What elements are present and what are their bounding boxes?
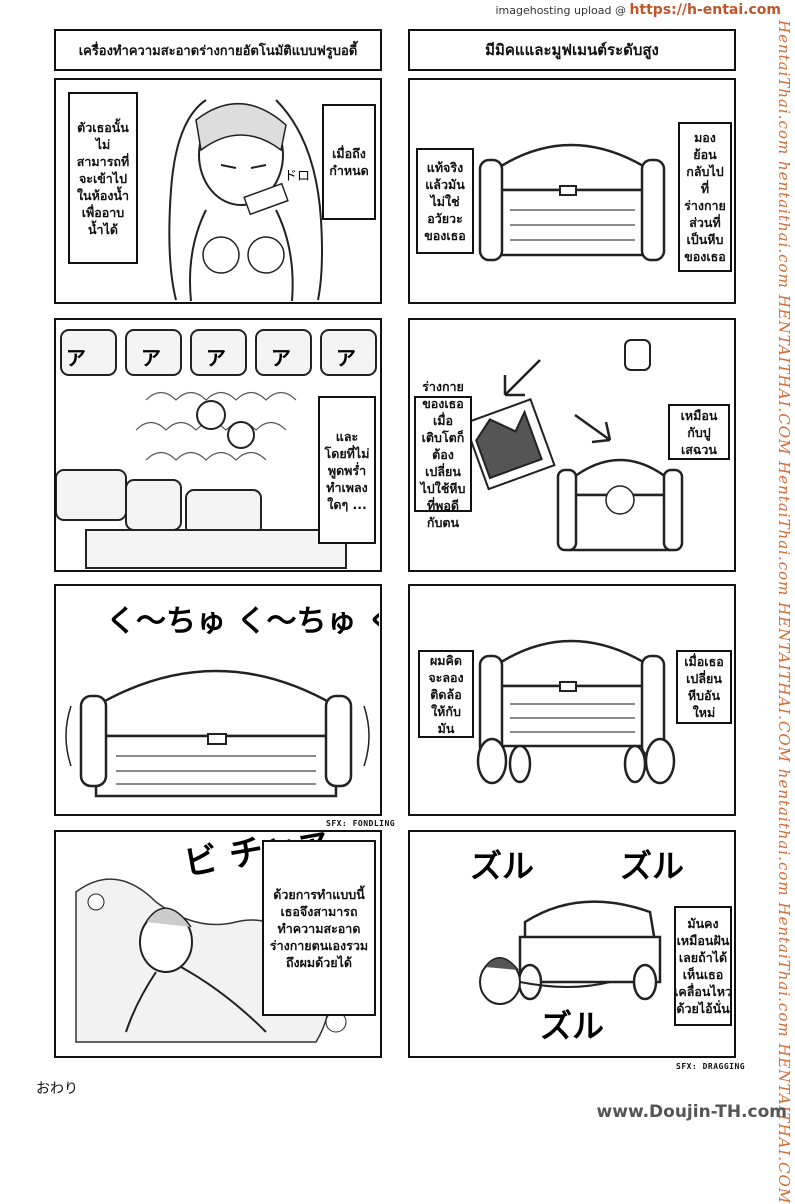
watermark-strip: HentaiThai.com hentaithai.com HENTAITHAI… bbox=[771, 0, 795, 1204]
caption-r1-a: แท้จริงแล้วมันไม่ใช่อวัยวะของเธอ bbox=[416, 148, 474, 254]
caption-l2: และโดยที่ไม่พูดพร่ำทำเพลงใดๆ ... bbox=[318, 396, 376, 544]
sfx-aaa: ア bbox=[66, 346, 86, 370]
girl-crawling-with-chest-illustration: ズル ズル ズル bbox=[470, 847, 684, 1045]
caption-r1-b: มองย้อนกลับไปที่ร่างกายส่วนที่เป็นหีบของ… bbox=[678, 122, 732, 272]
hosting-url[interactable]: https://h-entai.com bbox=[629, 2, 781, 18]
treasure-chest-illustration bbox=[478, 143, 666, 262]
svg-text:ドロ: ドロ bbox=[284, 169, 310, 184]
hosting-banner: imagehosting upload @ https://h-entai.co… bbox=[495, 2, 781, 18]
sfx-note-fondling: SFX: FONDLING bbox=[326, 819, 396, 828]
sfx-fondling: く〜ちゅ く〜ちゅ く〜ちゅ bbox=[106, 604, 379, 639]
watermark-text: HentaiThai.com hentaithai.com HENTAITHAI… bbox=[775, 20, 793, 1204]
arrow-down-right-icon bbox=[574, 413, 612, 444]
svg-text:ア: ア bbox=[141, 346, 161, 370]
girl-with-bottle-illustration: ドロ bbox=[168, 99, 323, 301]
svg-text:ズル: ズル bbox=[540, 1007, 604, 1045]
wheel-icon bbox=[476, 737, 676, 785]
sfx-dragging: ズル bbox=[470, 847, 534, 885]
svg-text:ア: ア bbox=[271, 346, 291, 370]
panel-left-3: く〜ちゅ く〜ちゅ く〜ちゅ bbox=[54, 584, 382, 816]
panel-right-2 bbox=[408, 318, 736, 572]
caption-l1-b: เมื่อถึงกำหนด bbox=[322, 104, 376, 220]
caption-r2-b: เหมือนกับปูเสฉวน bbox=[668, 404, 730, 460]
footer-site-url[interactable]: www.Doujin-TH.com bbox=[596, 1102, 787, 1122]
arrow-down-left-icon bbox=[503, 359, 541, 397]
caption-r4: มันคงเหมือนฝันเลยถ้าได้เห็นเธอเคลื่อนไหว… bbox=[674, 906, 732, 1026]
caption-r2-a: ร่างกายของเธอเมื่อเติบโตก็ต้องเปลี่ยนไปใ… bbox=[414, 379, 472, 530]
title-right: มีมิคแและมูฟเมนต์ระดับสูง bbox=[408, 29, 736, 71]
end-mark: おわり bbox=[36, 1081, 78, 1097]
caption-r3-b: เมื่อเธอเปลี่ยนหีบอันใหม่ bbox=[676, 650, 732, 724]
wobbling-chest-illustration: く〜ちゅ く〜ちゅ く〜ちゅ bbox=[65, 604, 379, 798]
caption-r3-a: ผมคิดจะลองติดล้อให้กับมัน bbox=[418, 650, 474, 738]
hermit-crab-chest-swap-illustration bbox=[463, 339, 684, 552]
title-left: เครื่องทำความสะอาดร่างกายอัตโนมัติแบบฟรู… bbox=[54, 29, 382, 71]
sfx-note-dragging: SFX: DRAGGING bbox=[676, 1062, 746, 1071]
caption-l1-a: ตัวเธอนั้นไม่สามารถที่จะเข้าไปในห้องน้ำเ… bbox=[68, 92, 138, 264]
caption-l4: ด้วยการทำแบบนี้เธอจึงสามารถทำความสะอาดร่… bbox=[262, 840, 376, 1016]
svg-text:ズル: ズル bbox=[620, 847, 684, 885]
svg-text:ア: ア bbox=[206, 346, 226, 370]
hosting-label: imagehosting upload @ bbox=[495, 4, 626, 17]
chest-with-wheels-illustration bbox=[476, 639, 676, 785]
svg-text:ア: ア bbox=[336, 346, 356, 370]
